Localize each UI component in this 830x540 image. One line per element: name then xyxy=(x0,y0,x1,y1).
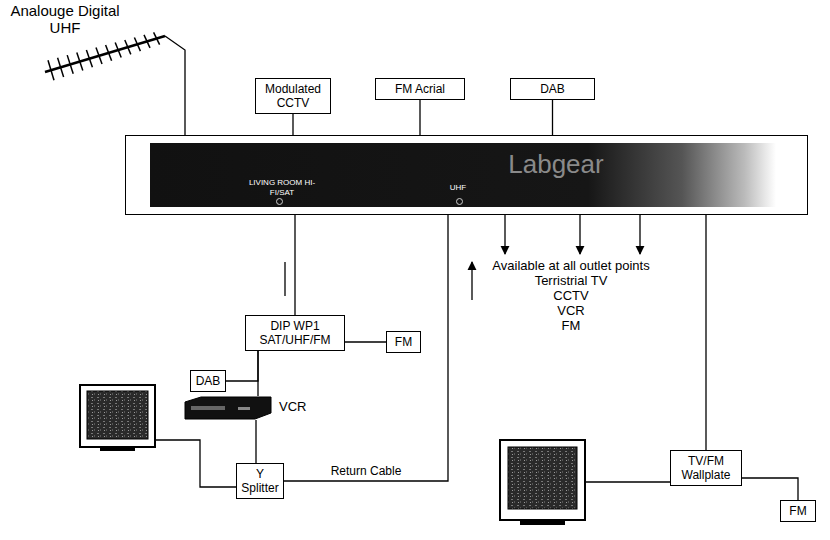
box-label: FM xyxy=(391,335,416,349)
cable xyxy=(742,478,798,500)
source-box: FM Acrial xyxy=(375,78,465,100)
panel-label: LIVING ROOM HI-FI/SAT xyxy=(244,178,320,198)
uhf-aerial xyxy=(45,32,165,80)
panel-label: UHF xyxy=(444,183,472,193)
vcr-unit: VCR xyxy=(183,396,308,420)
box-label: DIP WP1 SAT/UHF/FM xyxy=(250,319,340,347)
aerial-element xyxy=(144,35,150,48)
wallplate-box: TV/FM Wallplate xyxy=(670,450,742,486)
box-label: FM xyxy=(785,504,811,518)
aerial-element xyxy=(86,50,92,67)
aerial-element xyxy=(154,32,160,44)
cable xyxy=(255,420,256,463)
cable xyxy=(294,215,295,315)
cable xyxy=(226,351,258,381)
box-label: Y Splitter xyxy=(241,467,279,495)
box-label: DAB xyxy=(195,374,221,388)
source-box: Modulated CCTV xyxy=(255,78,331,114)
distribution-amplifier: LIVING ROOM HI-FI/SAT UHF Labgear xyxy=(125,135,808,215)
outlet-note: CCTV xyxy=(480,288,662,303)
outlet-box: DAB xyxy=(190,370,226,392)
panel-knob xyxy=(276,198,283,205)
aerial-element xyxy=(115,42,121,57)
tv-wires xyxy=(156,440,670,487)
box-label: DAB xyxy=(515,82,590,96)
right-tv xyxy=(500,440,585,525)
aerial-element xyxy=(106,45,112,61)
wallplate-box: DIP WP1 SAT/UHF/FM xyxy=(245,315,345,351)
splitter-box: Y Splitter xyxy=(236,463,284,499)
aerial-element xyxy=(96,48,102,65)
outlet-box: FM xyxy=(386,331,421,353)
box-label: FM Acrial xyxy=(380,82,460,96)
box-label: Modulated CCTV xyxy=(260,82,326,110)
left-tv xyxy=(80,385,155,451)
source-box: DAB xyxy=(510,78,595,100)
cable xyxy=(345,341,386,342)
front-panel xyxy=(150,143,776,207)
aerial-element xyxy=(67,55,73,74)
cable xyxy=(552,100,553,135)
aerial-element xyxy=(48,60,54,80)
panel-knob xyxy=(456,198,463,205)
cable xyxy=(419,100,420,135)
aerial-feed-wire xyxy=(165,36,185,135)
cable xyxy=(705,215,706,450)
outlet-note: FM xyxy=(480,318,662,333)
outlet-box: FM xyxy=(780,500,816,522)
outlet-note: Terristrial TV xyxy=(480,273,662,288)
aerial-element xyxy=(125,40,131,54)
aerial-label: Analouge Digital UHF xyxy=(2,2,128,36)
outlet-note: Available at all outlet points xyxy=(480,258,662,273)
brand-logo: Labgear xyxy=(456,150,656,178)
box-label: TV/FM Wallplate xyxy=(675,454,737,482)
aerial-element xyxy=(58,58,64,77)
cable xyxy=(257,351,258,396)
vcr-body xyxy=(183,396,273,420)
cable xyxy=(292,114,293,135)
cable-label: Return Cable xyxy=(329,464,404,478)
aerial-element xyxy=(134,37,140,51)
aerial-element xyxy=(77,53,83,71)
device-label: VCR xyxy=(279,399,306,414)
outlet-note: VCR xyxy=(480,303,662,318)
